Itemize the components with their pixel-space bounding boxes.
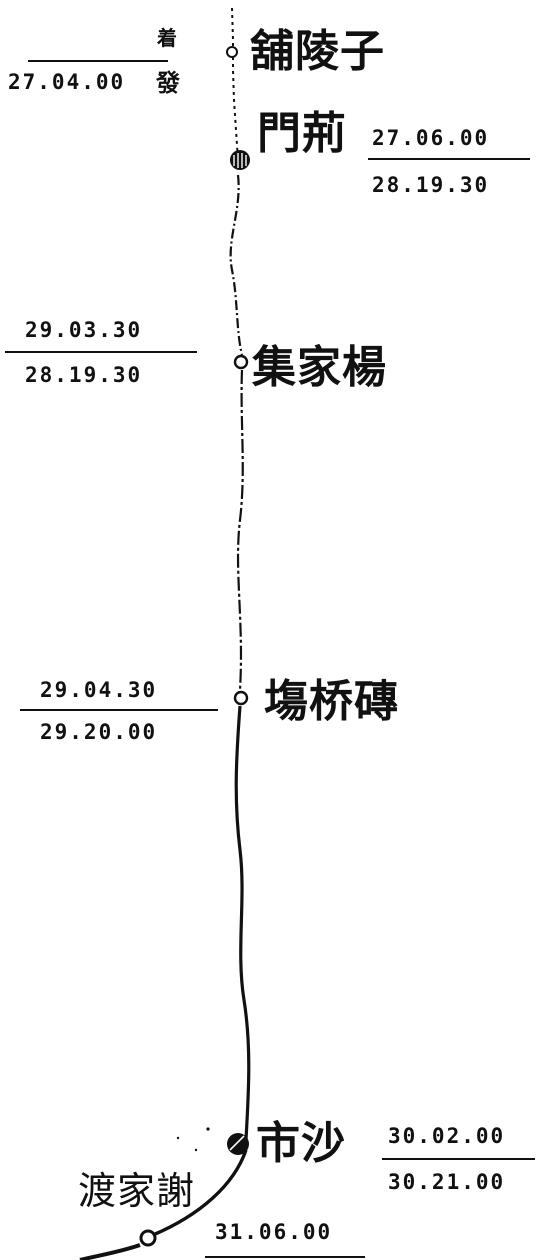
- speck: [176, 1136, 180, 1140]
- route-line-segment-3: [234, 705, 251, 1141]
- route-line-segment-5: [79, 1243, 141, 1260]
- route-line-segment-2: [236, 369, 244, 691]
- s3-time-bottom: 28.19.30: [25, 363, 143, 387]
- s5-time-bottom: 30.21.00: [388, 1170, 506, 1194]
- s4-time-bottom: 29.20.00: [40, 720, 158, 744]
- s5-time-top: 30.02.00: [388, 1124, 506, 1148]
- station-marker-s5: [227, 1133, 249, 1155]
- s4-time-top: 29.04.30: [40, 678, 158, 702]
- station-marker-s6: [139, 1229, 157, 1247]
- s6-time-top: 31.06.00: [215, 1220, 333, 1244]
- s1-arrival-label: 着: [157, 26, 177, 50]
- route-line-segment-4: [152, 1149, 248, 1237]
- route-line-segment-1: [229, 174, 244, 356]
- s6-rule: [205, 1256, 365, 1258]
- station-marker-s3: [233, 354, 249, 370]
- station-name-s3: 集家楊: [252, 342, 387, 393]
- station-name-s2: 門荊: [257, 108, 347, 159]
- s1-departure-label: 發: [156, 68, 180, 97]
- s4-rule: [20, 709, 218, 711]
- s2-time-bottom: 28.19.30: [372, 173, 490, 197]
- s2-rule: [368, 158, 530, 160]
- station-marker-s4: [233, 690, 249, 706]
- station-marker-s1: [226, 46, 238, 58]
- s3-time-top: 29.03.30: [25, 318, 143, 342]
- station-name-s5: 市沙: [256, 1118, 346, 1169]
- s3-rule: [5, 351, 197, 353]
- speck: [206, 1127, 210, 1131]
- s2-time-top: 27.06.00: [372, 126, 490, 150]
- s1-departure-time: 27.04.00: [8, 70, 126, 94]
- route-line-upper: [231, 7, 239, 161]
- station-name-s1: 舖陵子: [250, 26, 385, 77]
- station-name-s4: 塲桥磚: [264, 676, 399, 727]
- station-name-s6: 渡家謝: [78, 1169, 196, 1213]
- station-marker-s2: [230, 150, 250, 170]
- speck: [194, 1148, 198, 1152]
- s5-rule: [382, 1158, 535, 1160]
- s1-rule: [28, 60, 168, 62]
